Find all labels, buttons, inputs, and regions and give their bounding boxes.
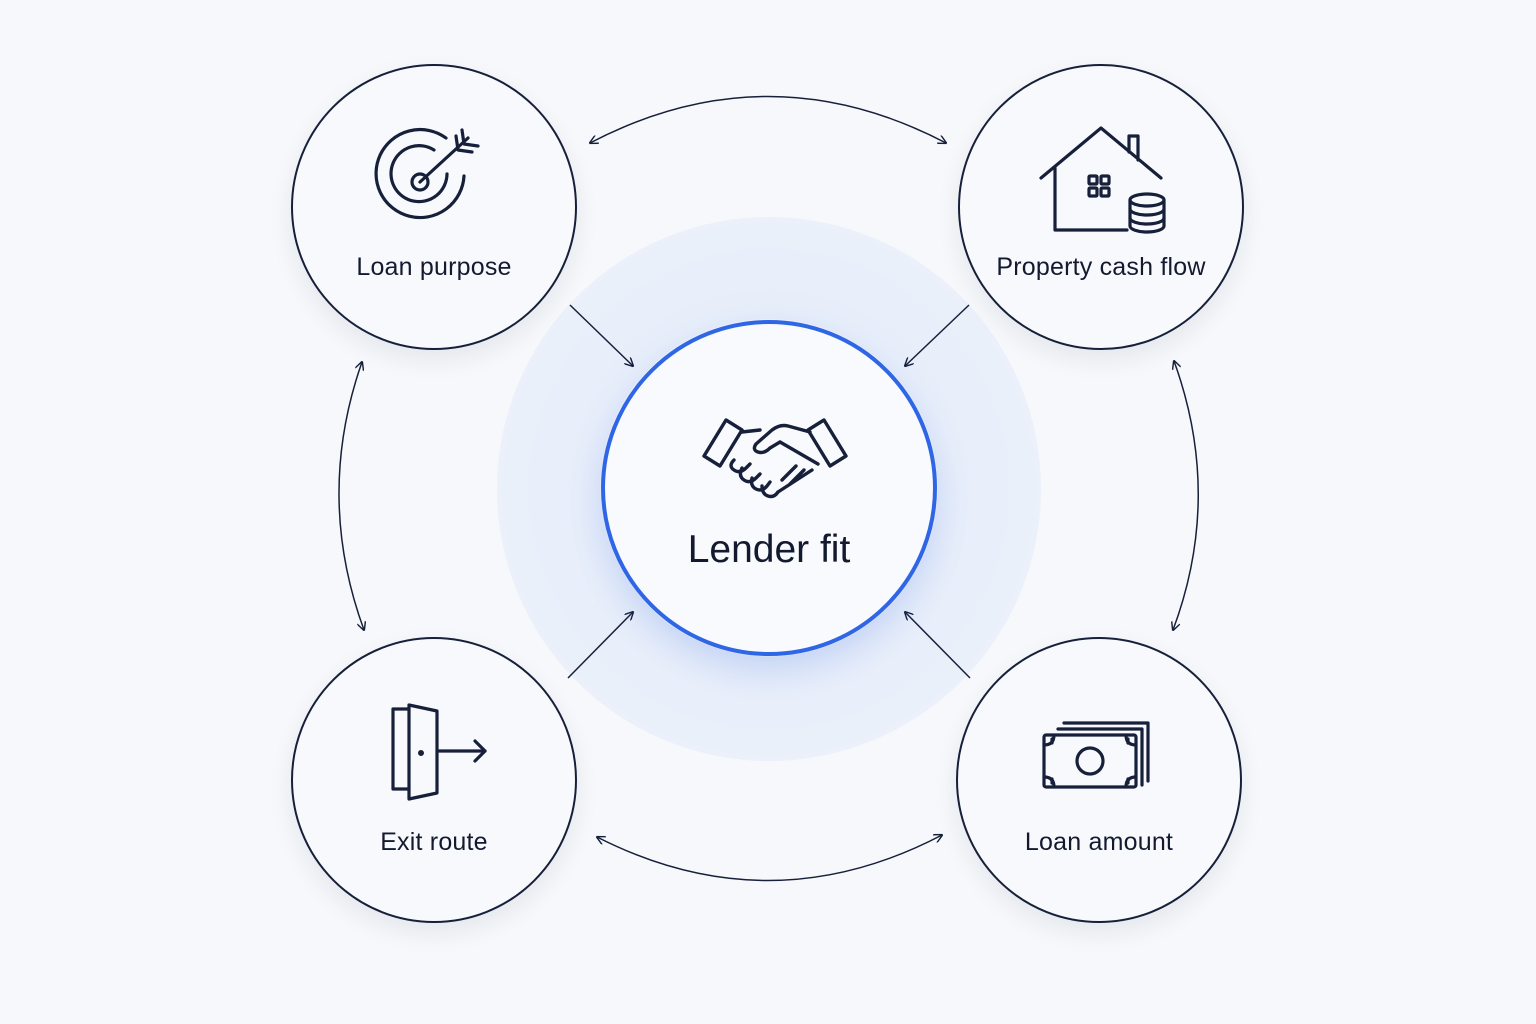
node-label: Property cash flow (996, 253, 1206, 281)
arrow-cashflow-center (905, 304, 970, 366)
arrow-amount-center (905, 612, 971, 679)
center-node-lender-fit[interactable]: Lender fit (601, 320, 937, 656)
arrow-purpose-exit (338, 362, 364, 630)
arrow-purpose-cashflow (590, 95, 946, 144)
node-label: Exit route (380, 828, 488, 856)
arrow-cashflow-amount (1173, 361, 1199, 630)
arrow-purpose-center (569, 304, 633, 366)
handshake-icon (702, 418, 848, 499)
node-loan-amount[interactable]: Loan amount (956, 637, 1242, 923)
arrow-exit-center (567, 612, 633, 679)
target-icon (374, 127, 480, 220)
node-label: Loan amount (1024, 828, 1174, 856)
banknotes-icon (1042, 721, 1150, 789)
exit-door-icon (391, 703, 487, 801)
node-loan-purpose[interactable]: Loan purpose (291, 64, 577, 350)
node-property-cash-flow[interactable]: Property cash flow (958, 64, 1244, 350)
node-exit-route[interactable]: Exit route (291, 637, 577, 923)
node-label: Loan purpose (356, 253, 512, 281)
house-coins-icon (1039, 126, 1166, 234)
arrow-exit-amount (597, 835, 942, 882)
center-label: Lender fit (687, 528, 851, 571)
